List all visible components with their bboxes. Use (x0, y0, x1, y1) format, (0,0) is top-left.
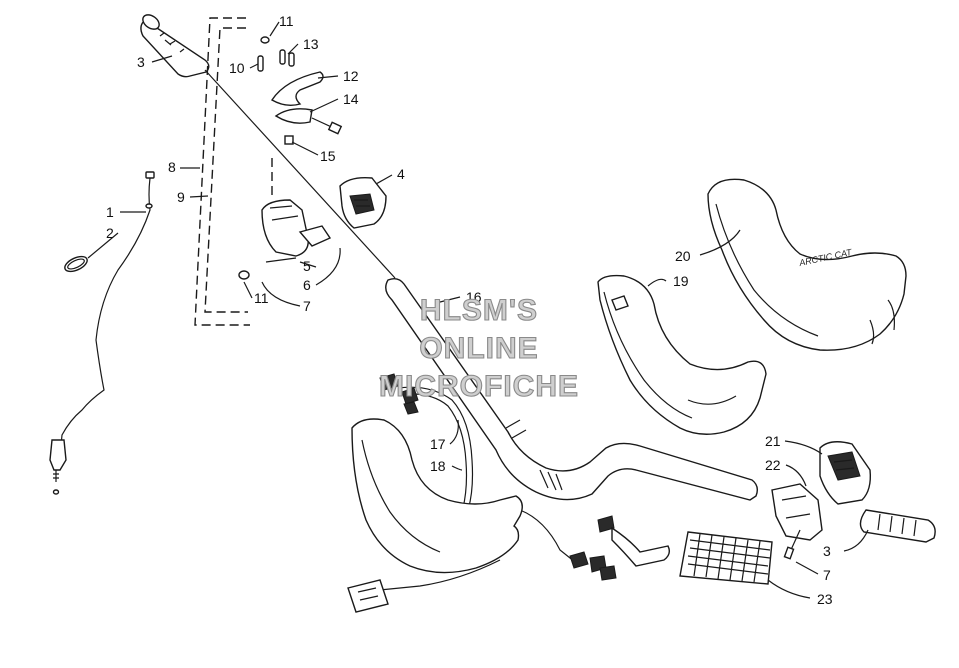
callout-12: 12 (343, 68, 359, 84)
cable-housing-bracket (194, 17, 250, 326)
handlebar (385, 277, 759, 501)
callout-7-right: 7 (823, 567, 831, 583)
heating-element (679, 531, 773, 585)
callout-1: 1 (106, 204, 114, 220)
callout-2: 2 (106, 225, 114, 241)
callout-9: 9 (177, 189, 185, 205)
callout-22: 22 (765, 457, 781, 473)
throttle-grip-right (859, 509, 936, 543)
throttle-grip-left (140, 14, 210, 78)
cable-housing-inner (204, 27, 248, 313)
callout-15: 15 (320, 148, 336, 164)
callout-21: 21 (765, 433, 781, 449)
callout-18: 18 (430, 458, 446, 474)
callout-3-right: 3 (823, 543, 831, 559)
hardware-group-upper (257, 36, 343, 145)
pad-20: ARCTIC CAT (707, 178, 907, 351)
callout-8: 8 (168, 159, 176, 175)
callout-14: 14 (343, 91, 359, 107)
watermark-line-3: MICROFICHE (379, 370, 579, 403)
handlebar-axis-line (204, 69, 396, 279)
callout-20: 20 (675, 248, 691, 264)
left-hand-pad (351, 418, 523, 574)
callout-11-top: 11 (279, 13, 294, 29)
callout-19: 19 (673, 273, 689, 289)
switch-housing (339, 176, 387, 229)
watermark-line-1: HLSM'S (420, 294, 538, 327)
callout-4: 4 (397, 166, 405, 182)
callout-3-left: 3 (137, 54, 145, 70)
watermark: HLSM'S ONLINE MICROFICHE (378, 293, 579, 403)
throttle-housing (238, 158, 332, 280)
watermark-line-2: ONLINE (419, 332, 538, 365)
wiring-harness (347, 373, 671, 613)
callout-6: 6 (303, 277, 311, 293)
callout-17: 17 (430, 436, 446, 452)
right-switch-housing (771, 441, 872, 560)
pad-19 (597, 274, 767, 435)
callout-5: 5 (303, 258, 311, 274)
callout-16: 16 (466, 289, 482, 305)
callout-11-lower: 11 (254, 290, 269, 306)
callout-7-left: 7 (303, 298, 311, 314)
callout-labels: 3 11 13 10 12 14 15 4 8 9 1 2 5 6 11 7 1… (106, 13, 833, 607)
leader-lines (87, 21, 869, 599)
callout-23: 23 (817, 591, 833, 607)
throttle-cable (49, 171, 155, 495)
callout-13: 13 (303, 36, 319, 52)
callout-10: 10 (229, 60, 245, 76)
